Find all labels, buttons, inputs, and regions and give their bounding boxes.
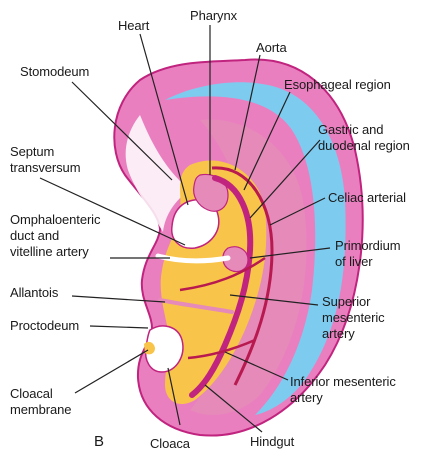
leader-proctodeum (89, 325, 149, 329)
inferior-mesenteric-vessel (187, 338, 256, 360)
label-gastric-line1: Gastric and (318, 122, 384, 137)
mesoderm-pink-band (190, 119, 307, 415)
label-liver-line1: Primordium (335, 238, 401, 253)
leader-cloaca (167, 367, 181, 426)
label-cloacal-line1: Cloacal (10, 386, 53, 401)
cloaca-shape (144, 325, 184, 373)
label-esophageal: Esophageal region (284, 77, 391, 92)
leader-cloacal (74, 349, 149, 394)
leader-liver (249, 247, 331, 259)
label-septum-line1: Septum (10, 144, 55, 159)
label-omph-line2: duct and (10, 228, 60, 243)
allantois-shape (158, 298, 234, 314)
label-pharynx: Pharynx (190, 8, 237, 23)
label-celiac: Celiac arterial (328, 190, 406, 205)
superior-mesenteric-vessel (179, 256, 266, 292)
label-aorta: Aorta (256, 40, 287, 55)
panel-letter: B (94, 433, 104, 450)
aorta-vessel (211, 166, 274, 386)
label-cloacal-line2: membrane (10, 402, 72, 417)
label-inferior-line2: artery (290, 390, 323, 405)
leader-gastric (249, 139, 321, 219)
leader-inferior (224, 351, 289, 381)
leader-heart (139, 33, 189, 206)
label-superior-line2: mesenteric (322, 310, 385, 325)
label-allantois: Allantois (10, 285, 59, 300)
leader-aorta (234, 54, 261, 171)
label-gastric-line2: duodenal region (318, 138, 410, 153)
label-liver-line2: of liver (335, 254, 373, 269)
leader-hindgut (204, 384, 263, 433)
leader-superior (229, 294, 319, 306)
label-septum-line2: transversum (10, 160, 81, 175)
label-inferior-line1: Inferior mesenteric (290, 374, 396, 389)
label-superior-line1: Superior (322, 294, 371, 309)
leader-septum (39, 177, 186, 246)
label-heart: Heart (118, 18, 150, 33)
leader-allantois (71, 295, 166, 303)
gut-tube (189, 175, 254, 398)
label-stomodeum: Stomodeum (20, 64, 90, 79)
label-superior-line3: artery (322, 326, 355, 341)
label-omph-line3: vitelline artery (10, 244, 89, 259)
label-omph-line1: Omphaloenteric (10, 212, 101, 227)
label-cloaca: Cloaca (150, 436, 190, 451)
leader-lines (39, 25, 331, 433)
leader-celiac (269, 197, 326, 226)
leader-esophageal (243, 91, 291, 191)
label-hindgut: Hindgut (250, 434, 295, 449)
stomodeum-fold (125, 115, 190, 232)
label-proctodeum: Proctodeum (10, 318, 80, 333)
leader-stomodeum (71, 81, 173, 181)
